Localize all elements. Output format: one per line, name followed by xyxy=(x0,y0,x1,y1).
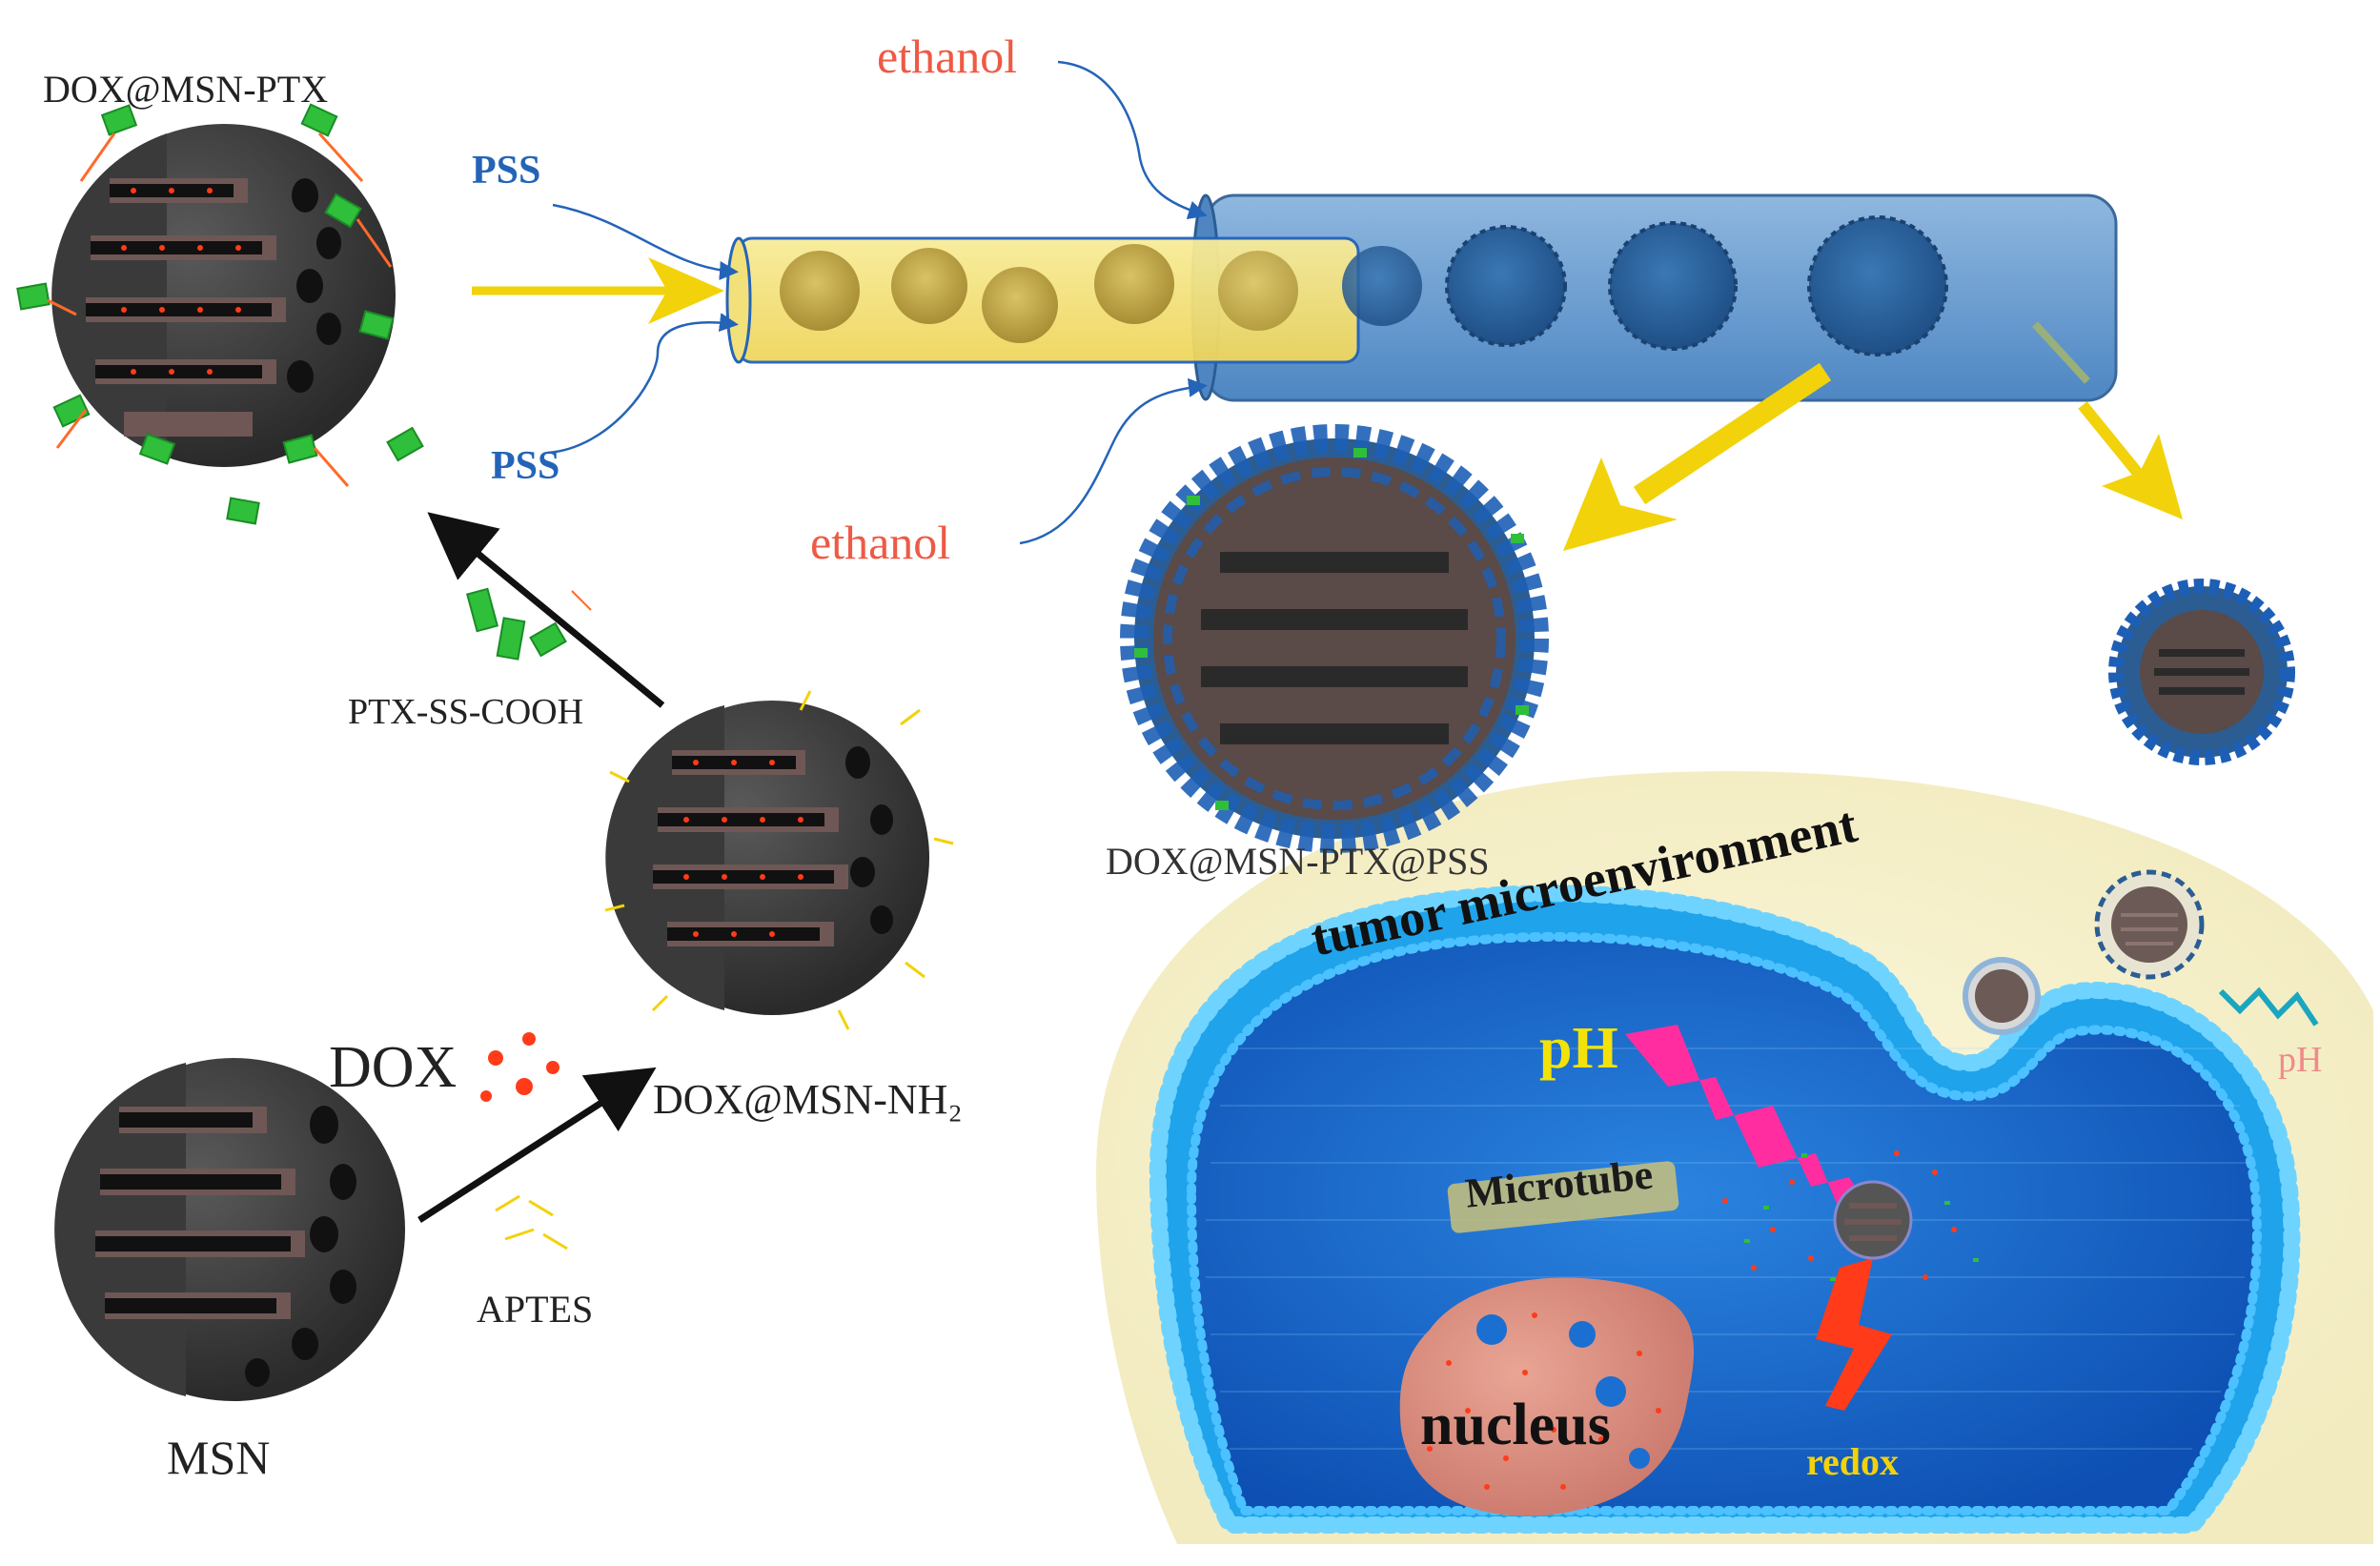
redox-lightning-icon xyxy=(1816,1258,1892,1411)
label-msn: MSN xyxy=(167,1431,271,1484)
yellow-beads xyxy=(780,244,1298,343)
label-ph-inside: pH xyxy=(1539,1016,1618,1081)
flow-lines xyxy=(547,60,1208,545)
label-ethanol-top: ethanol xyxy=(877,30,1018,83)
cell xyxy=(1149,885,2301,1534)
yellow-arrow-to-small-particle xyxy=(2078,401,2183,519)
label-pss-top: PSS xyxy=(472,149,541,193)
label-ph-outside: pH xyxy=(2278,1040,2323,1080)
label-dox: DOX xyxy=(329,1035,458,1100)
yellow-arrow-to-large-particle xyxy=(1563,362,1832,551)
nucleus xyxy=(1399,1277,1695,1516)
label-dox-msn-nh2: DOX@MSN-NH₂ xyxy=(653,1076,963,1123)
ph-wave-icon xyxy=(2218,986,2319,1027)
yellow-arrow-to-tube xyxy=(472,257,724,324)
dox-dots-icon xyxy=(480,1032,559,1102)
tube-small-rod xyxy=(2032,321,2090,384)
label-ptx-ss-cooh: PTX-SS-COOH xyxy=(348,692,584,732)
aptes-icon xyxy=(495,1194,568,1251)
label-dox-msn-ptx: DOX@MSN-PTX xyxy=(43,68,329,111)
large-coated-particle xyxy=(1120,424,1549,853)
blue-beads xyxy=(1342,215,1948,356)
dox-msn-ptx-particle xyxy=(16,103,424,525)
ph-lightning-icon xyxy=(1625,1025,1873,1215)
label-redox: redox xyxy=(1806,1440,1900,1483)
dox-msn-nh2-particle xyxy=(604,690,954,1030)
small-coated-particle xyxy=(2108,579,2295,765)
outside-particle xyxy=(2094,869,2205,980)
membrane-particle xyxy=(1963,957,2041,1035)
arrow-msn-to-nh2 xyxy=(417,1067,657,1223)
cell-internal-particle xyxy=(1722,1150,1979,1281)
ptx-ss-cooh-icon xyxy=(465,587,592,661)
label-dox-msn-ptx-pss: DOX@MSN-PTX@PSS xyxy=(1106,840,1490,883)
msn-particle xyxy=(54,1058,405,1401)
label-nucleus: nucleus xyxy=(1420,1393,1611,1457)
label-pss-bottom: PSS xyxy=(491,444,560,488)
microtube-bar xyxy=(1447,1161,1679,1233)
label-aptes: APTES xyxy=(477,1288,594,1331)
arrow-nh2-to-ptx xyxy=(427,512,665,708)
label-ethanol-bottom: ethanol xyxy=(810,516,951,569)
